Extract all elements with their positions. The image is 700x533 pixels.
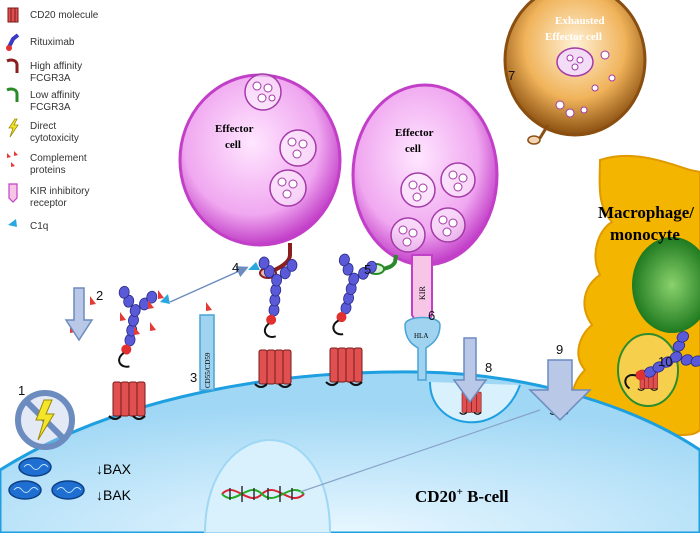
cd20-molecule: [325, 347, 363, 386]
step-number: 2: [96, 288, 103, 303]
complement-protein: [134, 326, 140, 335]
step-number: 6: [428, 308, 435, 323]
complement-protein: [90, 296, 96, 305]
complement-protein: [158, 290, 164, 299]
c1q: [160, 294, 170, 304]
rituximab-icon: [6, 33, 20, 51]
step-number: 4: [232, 260, 239, 275]
step-number: 7: [508, 68, 515, 83]
exhausted-effector-cell: [503, 0, 647, 145]
step-2-arrow: [64, 287, 94, 342]
direct-cytotoxicity-icon: [8, 118, 19, 138]
complement-protein: [148, 300, 154, 309]
kir-inhibitory-receptor-icon: [8, 183, 18, 203]
legend-label: CD20 molecule: [30, 10, 99, 21]
kir-label: KIR: [418, 286, 427, 300]
effector-cell-1: [178, 73, 342, 247]
connector-line: [299, 409, 541, 493]
cd20-molecule: [108, 381, 146, 420]
macrophage-nucleus: [632, 237, 700, 333]
cd20-molecule-icon: [7, 7, 19, 23]
effector-cell-1-label: Effector cell: [215, 123, 256, 151]
step-numbers: 1 2 3 4 5 6 7 8 9 10: [18, 68, 672, 398]
hla-label: HLA: [414, 332, 428, 340]
complement-protein: [120, 312, 126, 321]
step-number: 1: [18, 383, 25, 398]
cd55-cd59-molecule: CD55/CD59: [199, 314, 215, 391]
step-9-arrow: [528, 359, 592, 422]
step-number: 9: [556, 342, 563, 357]
activation-arrow: [169, 266, 249, 303]
legend-item: Rituximab: [6, 33, 75, 51]
rituximab: [332, 253, 377, 336]
legend-label: C1q: [30, 221, 48, 232]
low-affinity-fcgr3a-icon: [6, 87, 19, 102]
macrophage: [571, 154, 700, 446]
c1q-icon: [8, 219, 17, 227]
complement-protein: [150, 322, 156, 331]
rituximab: [624, 331, 700, 390]
cd55-cd59-label: CD55/CD59: [204, 352, 212, 388]
b-cell-nucleus: [203, 438, 332, 533]
bak-label: ↓BAK: [96, 487, 132, 503]
exhausted-cell-label: Exhausted Effector cell: [545, 15, 607, 43]
c1q-at-effector: [248, 262, 260, 270]
step-number: 3: [190, 370, 197, 385]
inhibited-cytotoxicity-icon: [15, 390, 75, 450]
bax-label: ↓BAX: [96, 461, 132, 477]
macrophage-label: Macrophage/ monocyte: [598, 203, 698, 244]
rituximab: [258, 256, 298, 338]
mitochondria-icon: [8, 457, 85, 500]
step-number: 10: [658, 354, 672, 369]
rituximab: [118, 285, 158, 368]
legend-item: C1q: [8, 219, 48, 232]
step-8-arrow: [452, 337, 488, 404]
complement-proteins-icon: [7, 151, 18, 167]
dna-icon: [221, 486, 305, 502]
complement-protein: [206, 302, 212, 311]
high-affinity-fcgr3a-icon: [6, 58, 19, 73]
hla-molecule: HLA: [404, 316, 441, 381]
legend-item: CD20 molecule: [7, 7, 99, 23]
complement-proteins: [70, 290, 212, 335]
effector-cell-2: [351, 83, 499, 267]
legend-label: Rituximab: [30, 37, 75, 48]
cd20-molecule: [254, 349, 292, 388]
b-cell-label: CD20+ B-cell: [415, 486, 509, 506]
step-number: 8: [485, 360, 492, 375]
effector-cell-2-label: Effector cell: [395, 127, 436, 155]
step-number: 5: [364, 262, 371, 277]
